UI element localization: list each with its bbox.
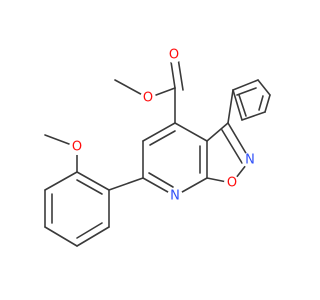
bond-ph-5 bbox=[232, 89, 243, 121]
bond-ph-1 bbox=[232, 79, 259, 91]
isoxazole-nitrogen-label: N bbox=[245, 153, 255, 168]
bond-c5-c4 bbox=[142, 122, 176, 142]
bond-ph-5-inner bbox=[238, 94, 247, 117]
bond-ar-4 bbox=[44, 226, 78, 247]
bond-c4-c4a bbox=[174, 122, 208, 142]
methoxy-oxygen-label: O bbox=[72, 140, 82, 155]
ester-carbonyl-o-bg bbox=[166, 47, 182, 63]
isoxazole-n-bg bbox=[242, 152, 258, 168]
bond-ph-4 bbox=[241, 111, 266, 121]
molecule-structure: O O N O N O bbox=[44, 47, 271, 247]
bond-c5-c4-inner bbox=[149, 130, 176, 146]
isoxazole-oxygen-label: O bbox=[227, 176, 237, 191]
bond-ar-2 bbox=[44, 171, 78, 191]
bond-carbonyl-c-to-o-b bbox=[177, 57, 184, 91]
bond-c3-phenyl bbox=[227, 89, 234, 124]
methoxy-o-bg bbox=[69, 139, 85, 155]
bond-c4a-c3 bbox=[206, 122, 229, 142]
bond-ar-5 bbox=[76, 226, 110, 247]
ester-ether-o-bg bbox=[140, 90, 156, 106]
bond-c3-n2-inner bbox=[221, 129, 243, 164]
bond-ph-3 bbox=[264, 94, 271, 113]
bond-c6-aryl bbox=[108, 177, 144, 191]
bond-ar-1 bbox=[76, 171, 110, 191]
bond-ph-3-inner bbox=[258, 95, 264, 111]
atom-labels: O O N O N O bbox=[69, 47, 258, 204]
bond-ar-5-inner bbox=[76, 222, 103, 239]
pyridine-nitrogen-label: N bbox=[170, 189, 180, 204]
pyridine-n-bg bbox=[167, 188, 183, 204]
isoxazole-o-bg bbox=[224, 175, 240, 191]
ester-carbonyl-oxygen-label: O bbox=[169, 48, 179, 63]
bond-n7-c6-inner bbox=[148, 172, 174, 188]
bond-ph-1-inner bbox=[236, 87, 257, 96]
bond-ph-2 bbox=[257, 79, 271, 96]
ester-ether-oxygen-label: O bbox=[143, 91, 153, 106]
bond-ar-1-inner bbox=[76, 179, 103, 195]
